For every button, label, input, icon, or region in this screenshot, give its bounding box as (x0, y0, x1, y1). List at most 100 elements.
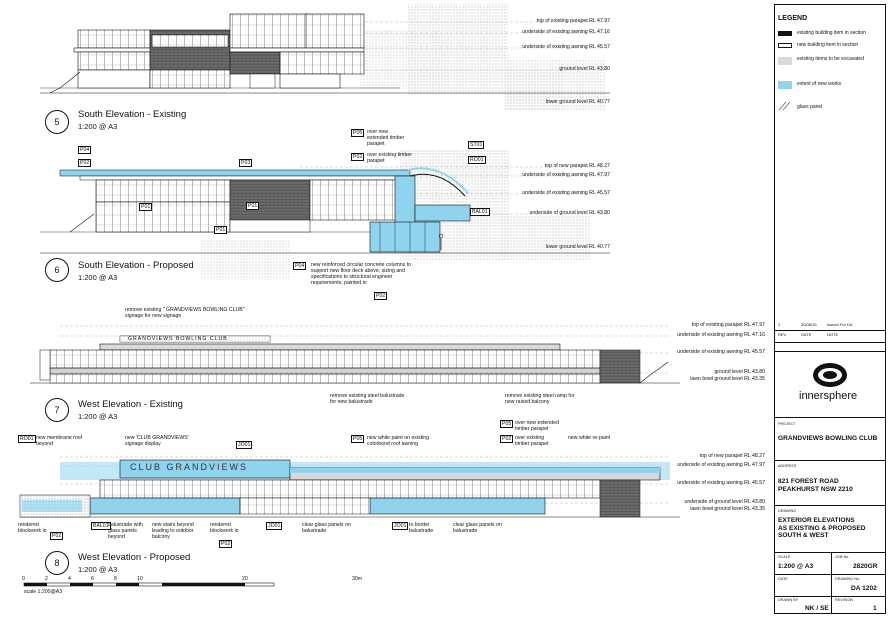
note-s6-p02: over existing timber parapet (367, 152, 412, 164)
note-w8-p05: over new extended timber parapet (515, 420, 559, 432)
view-scale-west-existing: 1:200 @ A3 (78, 412, 118, 421)
tag-p03: P03 (239, 159, 253, 167)
note-w8-p02: over existing timber parapet (515, 435, 549, 447)
note-w8-rendered2: rendered blockwork in (210, 522, 239, 534)
divider (775, 596, 885, 597)
divider (775, 342, 885, 343)
note-w7-ramp: remove existing steel ramp for new raise… (505, 393, 575, 405)
w8-sign-text: CLUB GRANDVIEWS (130, 462, 249, 472)
level-label: underside of existing awning RL 47.16 (522, 29, 610, 35)
scale-tick: 6 (91, 576, 94, 582)
view-title-west-proposed: West Elevation - Proposed (78, 552, 191, 563)
note-w8-repaint: new white re-paint (568, 435, 611, 441)
level-label: underside of existing awning RL 45.57 (522, 190, 610, 196)
tag-p02: P02 (351, 153, 365, 161)
revision-date: 30/08/15 (801, 322, 817, 327)
level-label: underside of ground level RL 43.80 (529, 210, 610, 216)
note-w8-rendered1: rendered blockwork in (18, 522, 47, 534)
scale-caption: SCALE (778, 555, 791, 559)
legend-swatch-excavated (778, 57, 792, 65)
legend-swatch-new-section (778, 43, 792, 48)
tag-bal01: BAL01 (91, 522, 111, 530)
view-scale-south-proposed: 1:200 @ A3 (78, 273, 118, 282)
tag-p04: P04 (293, 262, 307, 270)
view-number-7: 7 (45, 398, 69, 422)
divider (775, 330, 885, 331)
job-number: 2820GR (853, 563, 878, 570)
level-label: underside of existing awning RL 47.97 (677, 462, 765, 468)
level-label: underside of existing awning RL 47.97 (522, 172, 610, 178)
divider (775, 552, 885, 553)
tag-p05: P05 (351, 435, 365, 443)
legend-label: existing building item in section (797, 30, 866, 36)
scale-tick: 20 (242, 576, 248, 582)
revision-header-note: NOTE (827, 332, 839, 337)
drawing-number: DA 1202 (851, 585, 877, 592)
tag-p02: P02 (374, 292, 388, 300)
tag-p02: P02 (500, 435, 514, 443)
tag-p02: P02 (50, 532, 64, 540)
drawing-caption: DRAWING (778, 509, 797, 513)
scale-label: scale 1:200@A3 (24, 589, 63, 595)
address-caption: ADDRESS (778, 464, 797, 468)
west-elevation-proposed (19, 456, 680, 518)
drawing-title: EXTERIOR ELEVATIONS AS EXISTING & PROPOS… (778, 517, 866, 539)
tag-ro01: RO01 (18, 435, 36, 443)
level-label: lower ground level RL 40.77 (545, 99, 610, 105)
note-w8-membrane: new membrane roof beyond (36, 435, 83, 447)
note-w8-bal01: balustrade with glass panels beyond (108, 522, 143, 540)
tag-p04: P04 (78, 146, 92, 154)
job-caption: JOB No. (835, 555, 850, 559)
note-w8-clear1: clear glass panels on balustrade (302, 522, 351, 534)
legend-swatch-new-works (778, 81, 792, 89)
view-title-west-existing: West Elevation - Existing (78, 399, 183, 410)
drawn-by: NK / SE (805, 605, 829, 612)
level-label: underside of existing awning RL 45.57 (677, 480, 765, 486)
scale-tick: 2 (45, 576, 48, 582)
elevation-drawings (19, 4, 680, 587)
tag-p02: P02 (219, 540, 233, 548)
date-caption: DATE (778, 577, 788, 581)
west-elevation-existing (30, 325, 680, 384)
innersphere-logo-icon (813, 363, 847, 387)
view-number-8: 8 (45, 551, 69, 575)
revision-header-date: DATE (801, 332, 812, 337)
divider (775, 460, 885, 461)
note-s6-p05: over new extended timber parapet (367, 129, 405, 147)
view-scale-west-proposed: 1:200 @ A3 (78, 565, 118, 574)
tag-jo01: JO01 (392, 522, 409, 530)
tag-jo01: JO01 (266, 522, 283, 530)
project-name: GRANDVIEWS BOWLING CLUB (778, 435, 878, 442)
tag-p02: P02 (78, 159, 92, 167)
legend-label: new building item in section (797, 42, 859, 48)
divider (775, 574, 885, 575)
level-label: ground level RL 43.80 (559, 66, 610, 72)
scale-bar (23, 582, 275, 587)
divider (775, 351, 885, 352)
revision-number: 1 (778, 322, 781, 327)
legend-title: LEGEND (778, 15, 808, 22)
company-name: innersphere (799, 390, 858, 402)
level-label: top of existing parapet RL 47.97 (536, 18, 610, 24)
scale-value: 1:200 @ A3 (778, 563, 814, 570)
level-label: top of existing parapet RL 47.97 (691, 322, 765, 328)
level-label: underside of existing awning RL 45.57 (522, 44, 610, 50)
scale-tick: 4 (68, 576, 71, 582)
tag-p01: P01 (214, 226, 228, 234)
tag-st01: ST01 (468, 141, 485, 149)
project-caption: PROJECT (778, 422, 796, 426)
note-w8-signage: new 'CLUB GRANDVIEWS' signage display (125, 435, 189, 447)
drawing-no-caption: DRAWING No. (835, 577, 861, 581)
revision-header-rev: REV (778, 332, 787, 337)
south-elevation-existing (40, 4, 610, 110)
level-label: lawn bowl ground level RL 43.35 (690, 506, 765, 512)
scale-tick: 30m (352, 576, 363, 582)
view-title-south-proposed: South Elevation - Proposed (78, 260, 194, 271)
divider-vertical (831, 552, 832, 614)
scale-tick: 10 (137, 576, 143, 582)
legend-label: glass panel (797, 104, 823, 110)
tag-p01: P01 (139, 203, 153, 211)
note-w7-signage: remove existing " GRANDVIEWS BOWLING CLU… (125, 307, 245, 319)
view-number-6: 6 (45, 258, 69, 282)
